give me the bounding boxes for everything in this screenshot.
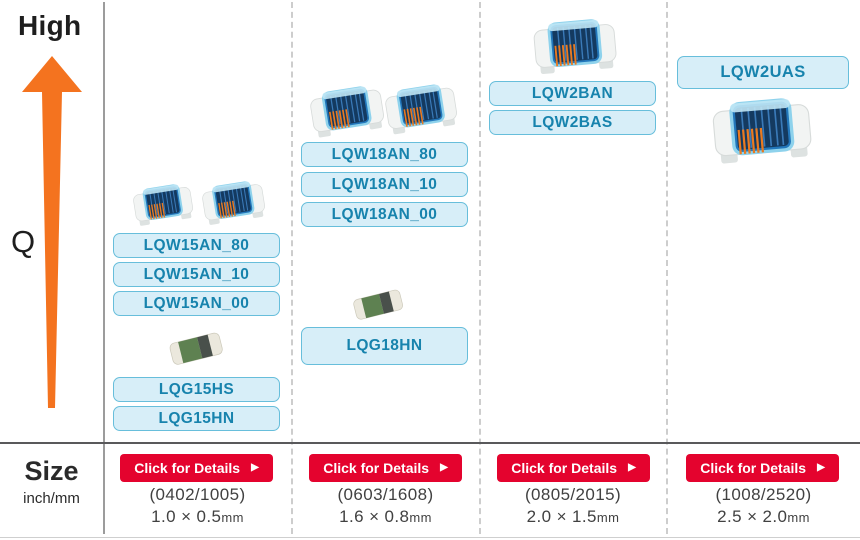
part-button-lqw18an-80[interactable]: LQW18AN_80 xyxy=(301,142,468,167)
part-button-lqw18an-10[interactable]: LQW18AN_10 xyxy=(301,172,468,197)
x-axis-unit-label: inch/mm xyxy=(23,490,80,507)
x-axis-size-label: Size xyxy=(24,456,79,486)
size-code-0402: (0402/1005) xyxy=(149,485,246,504)
part-button-lqw18an-00[interactable]: LQW18AN_00 xyxy=(301,202,468,227)
details-button-label: Click for Details xyxy=(323,460,430,476)
details-button-0402[interactable]: Click for Details ▶ xyxy=(120,454,273,482)
size-axis-line xyxy=(0,442,860,444)
wound-inductor-image xyxy=(382,80,460,136)
wound-inductor-image xyxy=(710,94,814,166)
wound-inductor-image xyxy=(531,16,619,76)
right-triangle-icon: ▶ xyxy=(440,462,448,473)
size-code-0805: (0805/2015) xyxy=(524,485,622,504)
size-mm-unit: mm xyxy=(409,510,432,525)
size-mm-value: 2.5 × 2.0 xyxy=(717,507,788,526)
right-triangle-icon: ▶ xyxy=(628,462,636,473)
details-button-1008[interactable]: Click for Details ▶ xyxy=(686,454,839,482)
details-button-label: Click for Details xyxy=(134,460,241,476)
column-divider xyxy=(291,2,293,534)
size-mm-0402: 1.0 × 0.5mm xyxy=(104,507,291,527)
y-axis-high-label: High xyxy=(18,10,82,41)
part-button-lqg15hn[interactable]: LQG15HN xyxy=(113,406,280,431)
size-mm-unit: mm xyxy=(787,510,810,525)
details-button-0603[interactable]: Click for Details ▶ xyxy=(309,454,462,482)
size-mm-value: 1.6 × 0.8 xyxy=(339,507,410,526)
size-mm-unit: mm xyxy=(596,510,620,525)
details-button-label: Click for Details xyxy=(700,460,807,476)
part-button-lqw2bas[interactable]: LQW2BAS xyxy=(489,110,656,135)
wound-inductor-image xyxy=(200,178,267,227)
part-button-lqw15an-10[interactable]: LQW15AN_10 xyxy=(113,262,280,287)
details-button-0805[interactable]: Click for Details ▶ xyxy=(497,454,650,482)
size-code-0603: (0603/1608) xyxy=(337,485,434,504)
y-axis-line xyxy=(103,2,105,534)
right-triangle-icon: ▶ xyxy=(817,462,825,473)
size-code-1008: (1008/2520) xyxy=(715,485,812,504)
size-mm-0603: 1.6 × 0.8mm xyxy=(292,507,479,527)
part-button-lqg18hn[interactable]: LQG18HN xyxy=(301,327,468,365)
wound-inductor-image xyxy=(131,181,195,228)
part-button-lqw2ban[interactable]: LQW2BAN xyxy=(489,81,656,106)
size-mm-unit: mm xyxy=(221,510,244,525)
part-button-lqg15hs[interactable]: LQG15HS xyxy=(113,377,280,402)
column-divider xyxy=(479,2,481,534)
q-up-arrow-icon xyxy=(22,56,82,408)
multilayer-inductor-image xyxy=(352,288,404,321)
column-divider xyxy=(666,2,668,534)
bottom-border xyxy=(0,537,860,538)
wound-inductor-image xyxy=(307,82,387,140)
size-mm-0805: 2.0 × 1.5mm xyxy=(480,507,666,527)
right-triangle-icon: ▶ xyxy=(251,462,259,473)
details-button-label: Click for Details xyxy=(511,460,618,476)
y-axis-q-label: Q xyxy=(11,224,36,259)
size-mm-value: 2.0 × 1.5 xyxy=(526,507,597,526)
part-button-lqw2uas[interactable]: LQW2UAS xyxy=(677,56,849,89)
part-button-lqw15an-00[interactable]: LQW15AN_00 xyxy=(113,291,280,316)
size-mm-1008: 2.5 × 2.0mm xyxy=(667,507,860,527)
multilayer-inductor-image xyxy=(168,331,224,366)
part-button-lqw15an-80[interactable]: LQW15AN_80 xyxy=(113,233,280,258)
size-mm-value: 1.0 × 0.5 xyxy=(151,507,222,526)
